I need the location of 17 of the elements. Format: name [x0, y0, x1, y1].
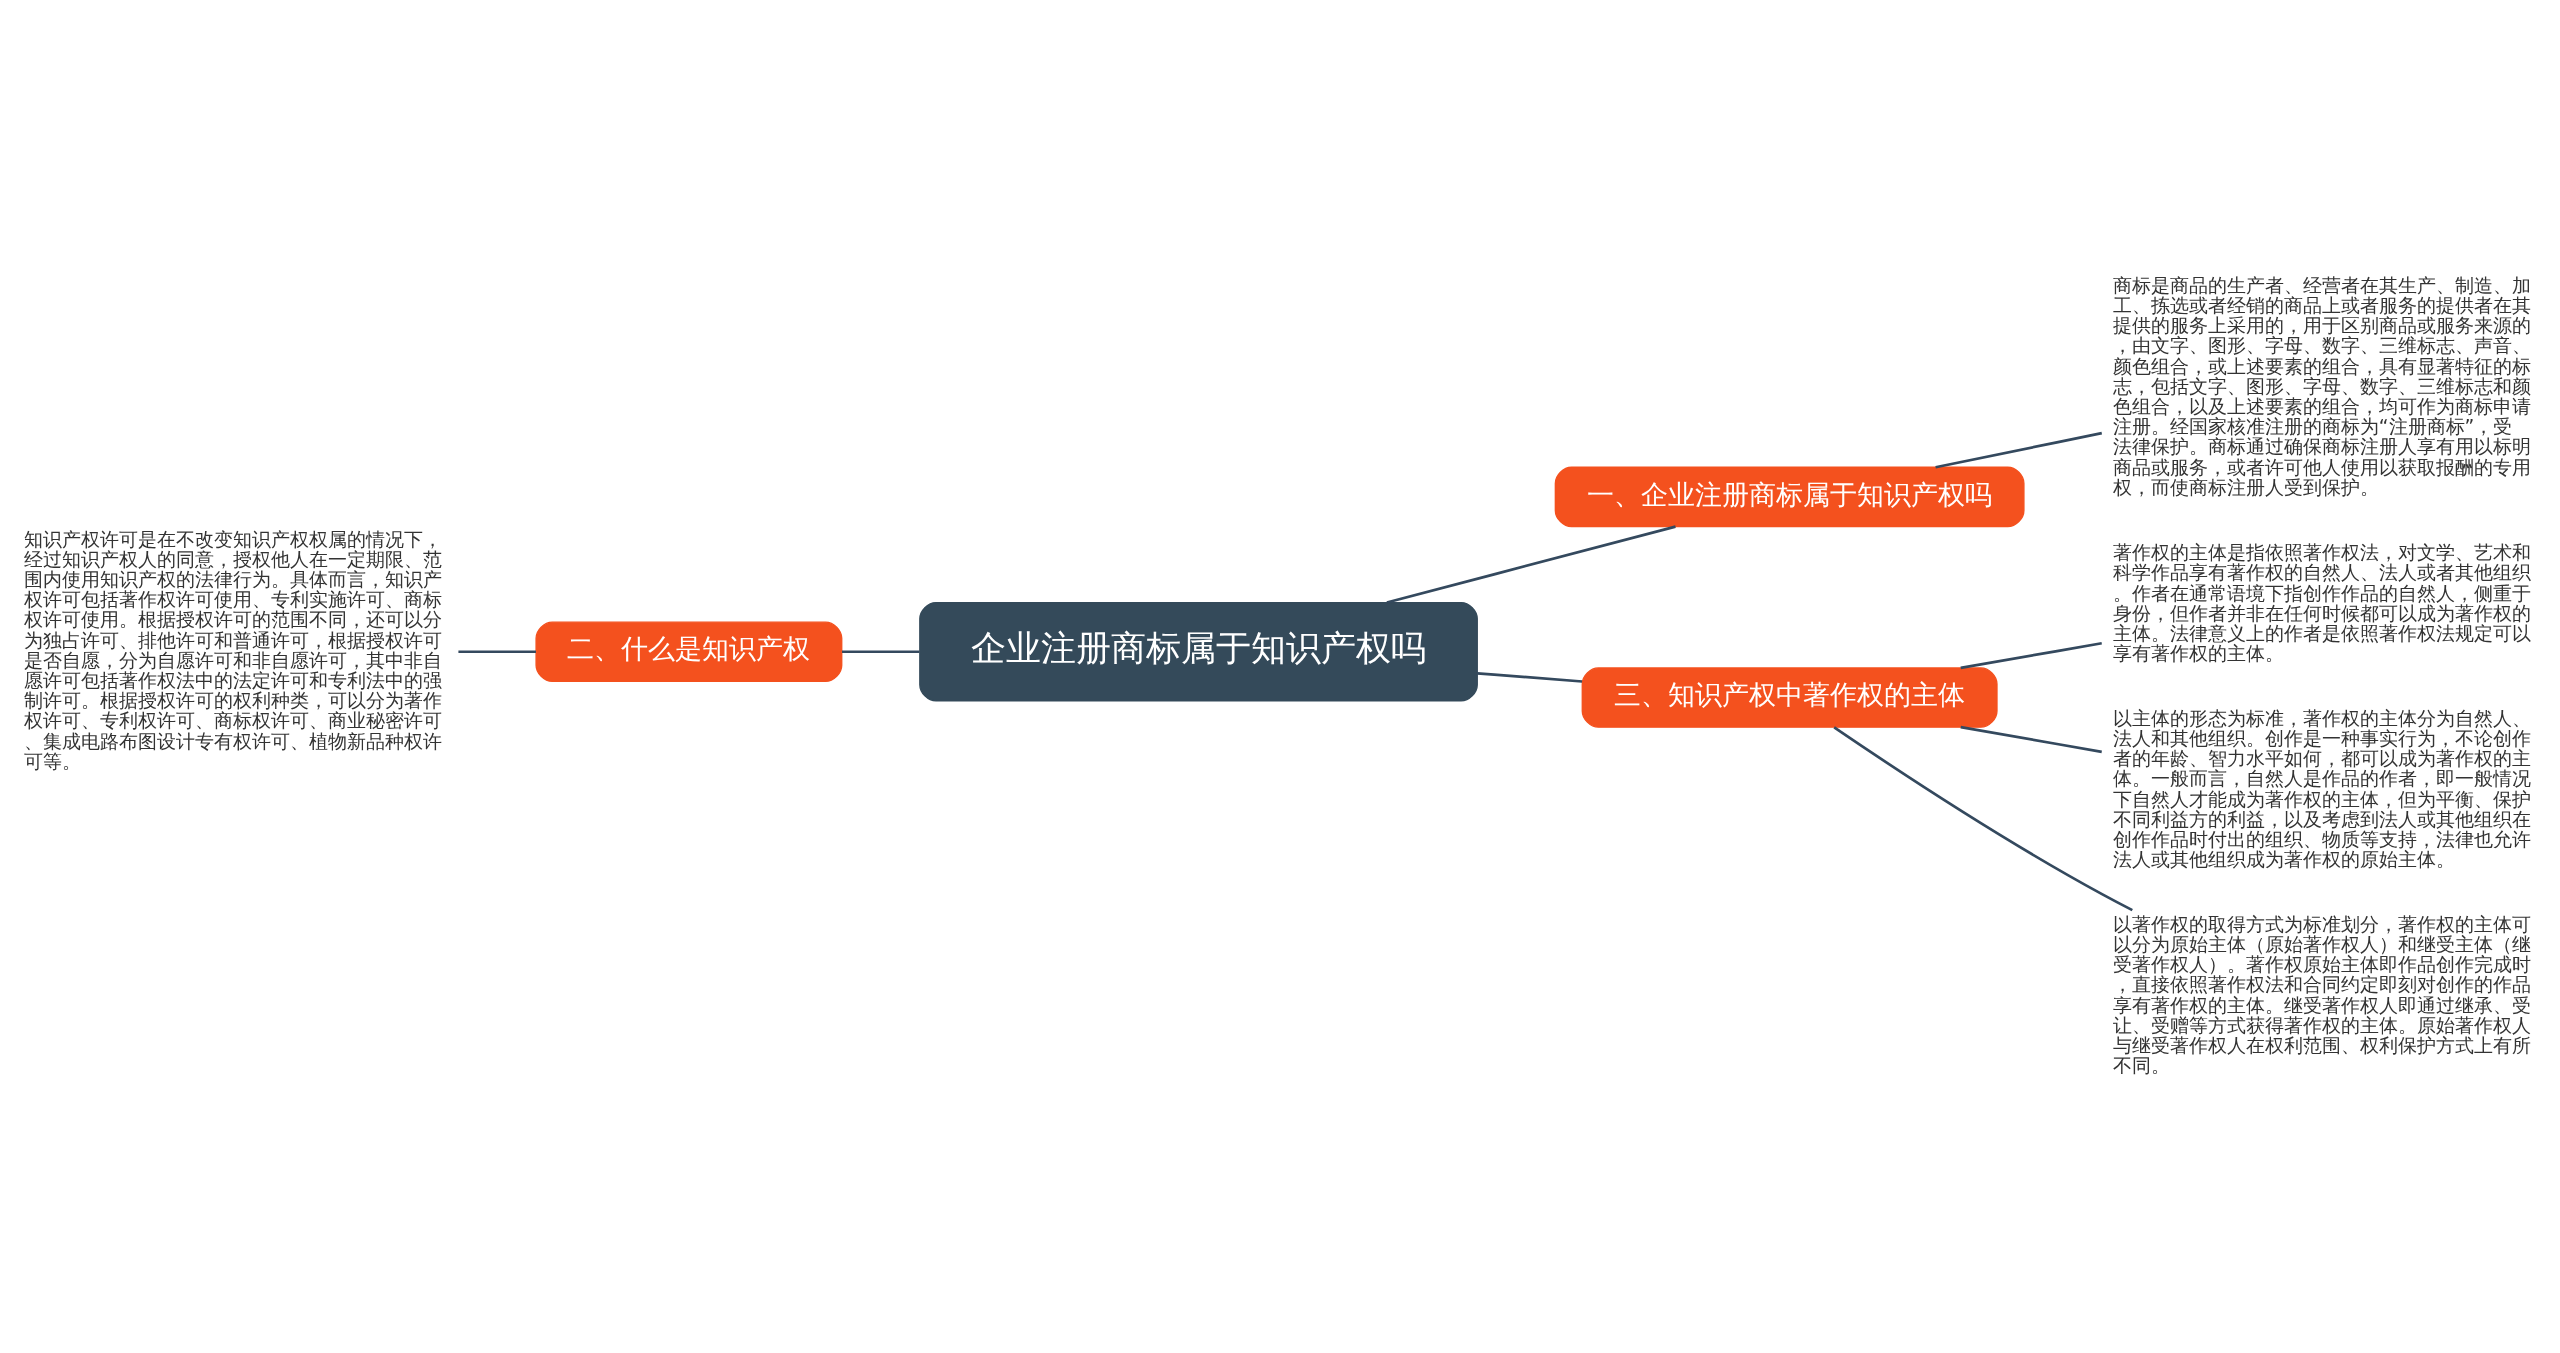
connector — [842, 649, 920, 653]
node-text: 商标是商品的生产者、经营者在其生产、制造、加工、拣选或者经销的商品上或者服务的提供者在其提供的服务上采用的，用于区别商品或服务来源的，由文字、图形、字母、数字、三维标志、声音、颜色组合，或上述要素的组合，具有显著特征的标志，包括文字、图形、字母、数字、三维标志和颜色组合，以及上述要素的组合，均可作为商标申请注册。经国家核准注册的商标为“注册商标”，受法律保护。商标通过确保商标注册人享有用以标明商品或服务，或者许可他人使用以获取报酬的专用权，而使商标注册人受到保护。 — [2112, 274, 2531, 498]
connector — [1960, 641, 2102, 669]
node-box: 三、知识产权中著作权的主体 — [1581, 666, 1998, 728]
connector — [1833, 725, 2133, 911]
connector — [1960, 725, 2102, 753]
node-box: 企业注册商标属于知识产权吗 — [919, 601, 1478, 702]
node-text: 知识产权许可是在不改变知识产权权属的情况下，经过知识产权人的同意，授权他人在一定期限、范围内使用知识产权的法律行为。具体而言，知识产权许可包括著作权许可使用、专利实施许可、商标权许可使用。根据授权许可的范围不同，还可以分为独占许可、排他许可和普通许可，根据授权许可是否自愿，分为自愿许可和非自愿许可，其中非自愿许可包括著作权法中的法定许可和专利法中的强制许可。根据授权许可的权利种类，可以分为著作权许可、专利权许可、商标权许可、商业秘密许可、集成电路布图设计专有权许可、植物新品种权许可等。 — [24, 528, 443, 772]
node-text: 以著作权的取得方式为标准划分，著作权的主体可以分为原始主体（原始著作权人）和继受主体（继受著作权人）。著作权原始主体即作品创作完成时，直接依照著作权法和合同约定即刻对创作的作品享有著作权的主体。继受著作权人即通过继承、受让、受赠等方式获得著作权的主体。原始著作权人与继受著作权人在权利范围、权利保护方式上有所不同。 — [2112, 913, 2531, 1076]
node-box: 一、企业注册商标属于知识产权吗 — [1554, 466, 2025, 527]
node-text: 著作权的主体是指依照著作权法，对文学、艺术和科学作品享有著作权的自然人、法人或者其他组织。作者在通常语境下指创作作品的自然人，侧重于身份，但作者并非在任何时候都可以成为著作权的主体。法律意义上的作者是依照著作权法规定可以享有著作权的主体。 — [2112, 541, 2531, 664]
connector — [1477, 671, 1583, 683]
node-box: 二、什么是知识产权 — [535, 620, 843, 682]
connector — [1935, 431, 2103, 469]
node-text: 以主体的形态为标准，著作权的主体分为自然人、法人和其他组织。创作是一种事实行为，不论创作者的年龄、智力水平如何，都可以成为著作权的主体。一般而言，自然人是作品的作者，即一般情况下自然人才能成为著作权的主体，但为平衡、保护不同利益方的利益，以及考虑到法人或其他组织在创作作品时付出的组织、物质等支持，法律也允许法人或其他组织成为著作权的原始主体。 — [2112, 707, 2531, 870]
connector — [458, 649, 536, 653]
connector — [1386, 524, 1676, 604]
